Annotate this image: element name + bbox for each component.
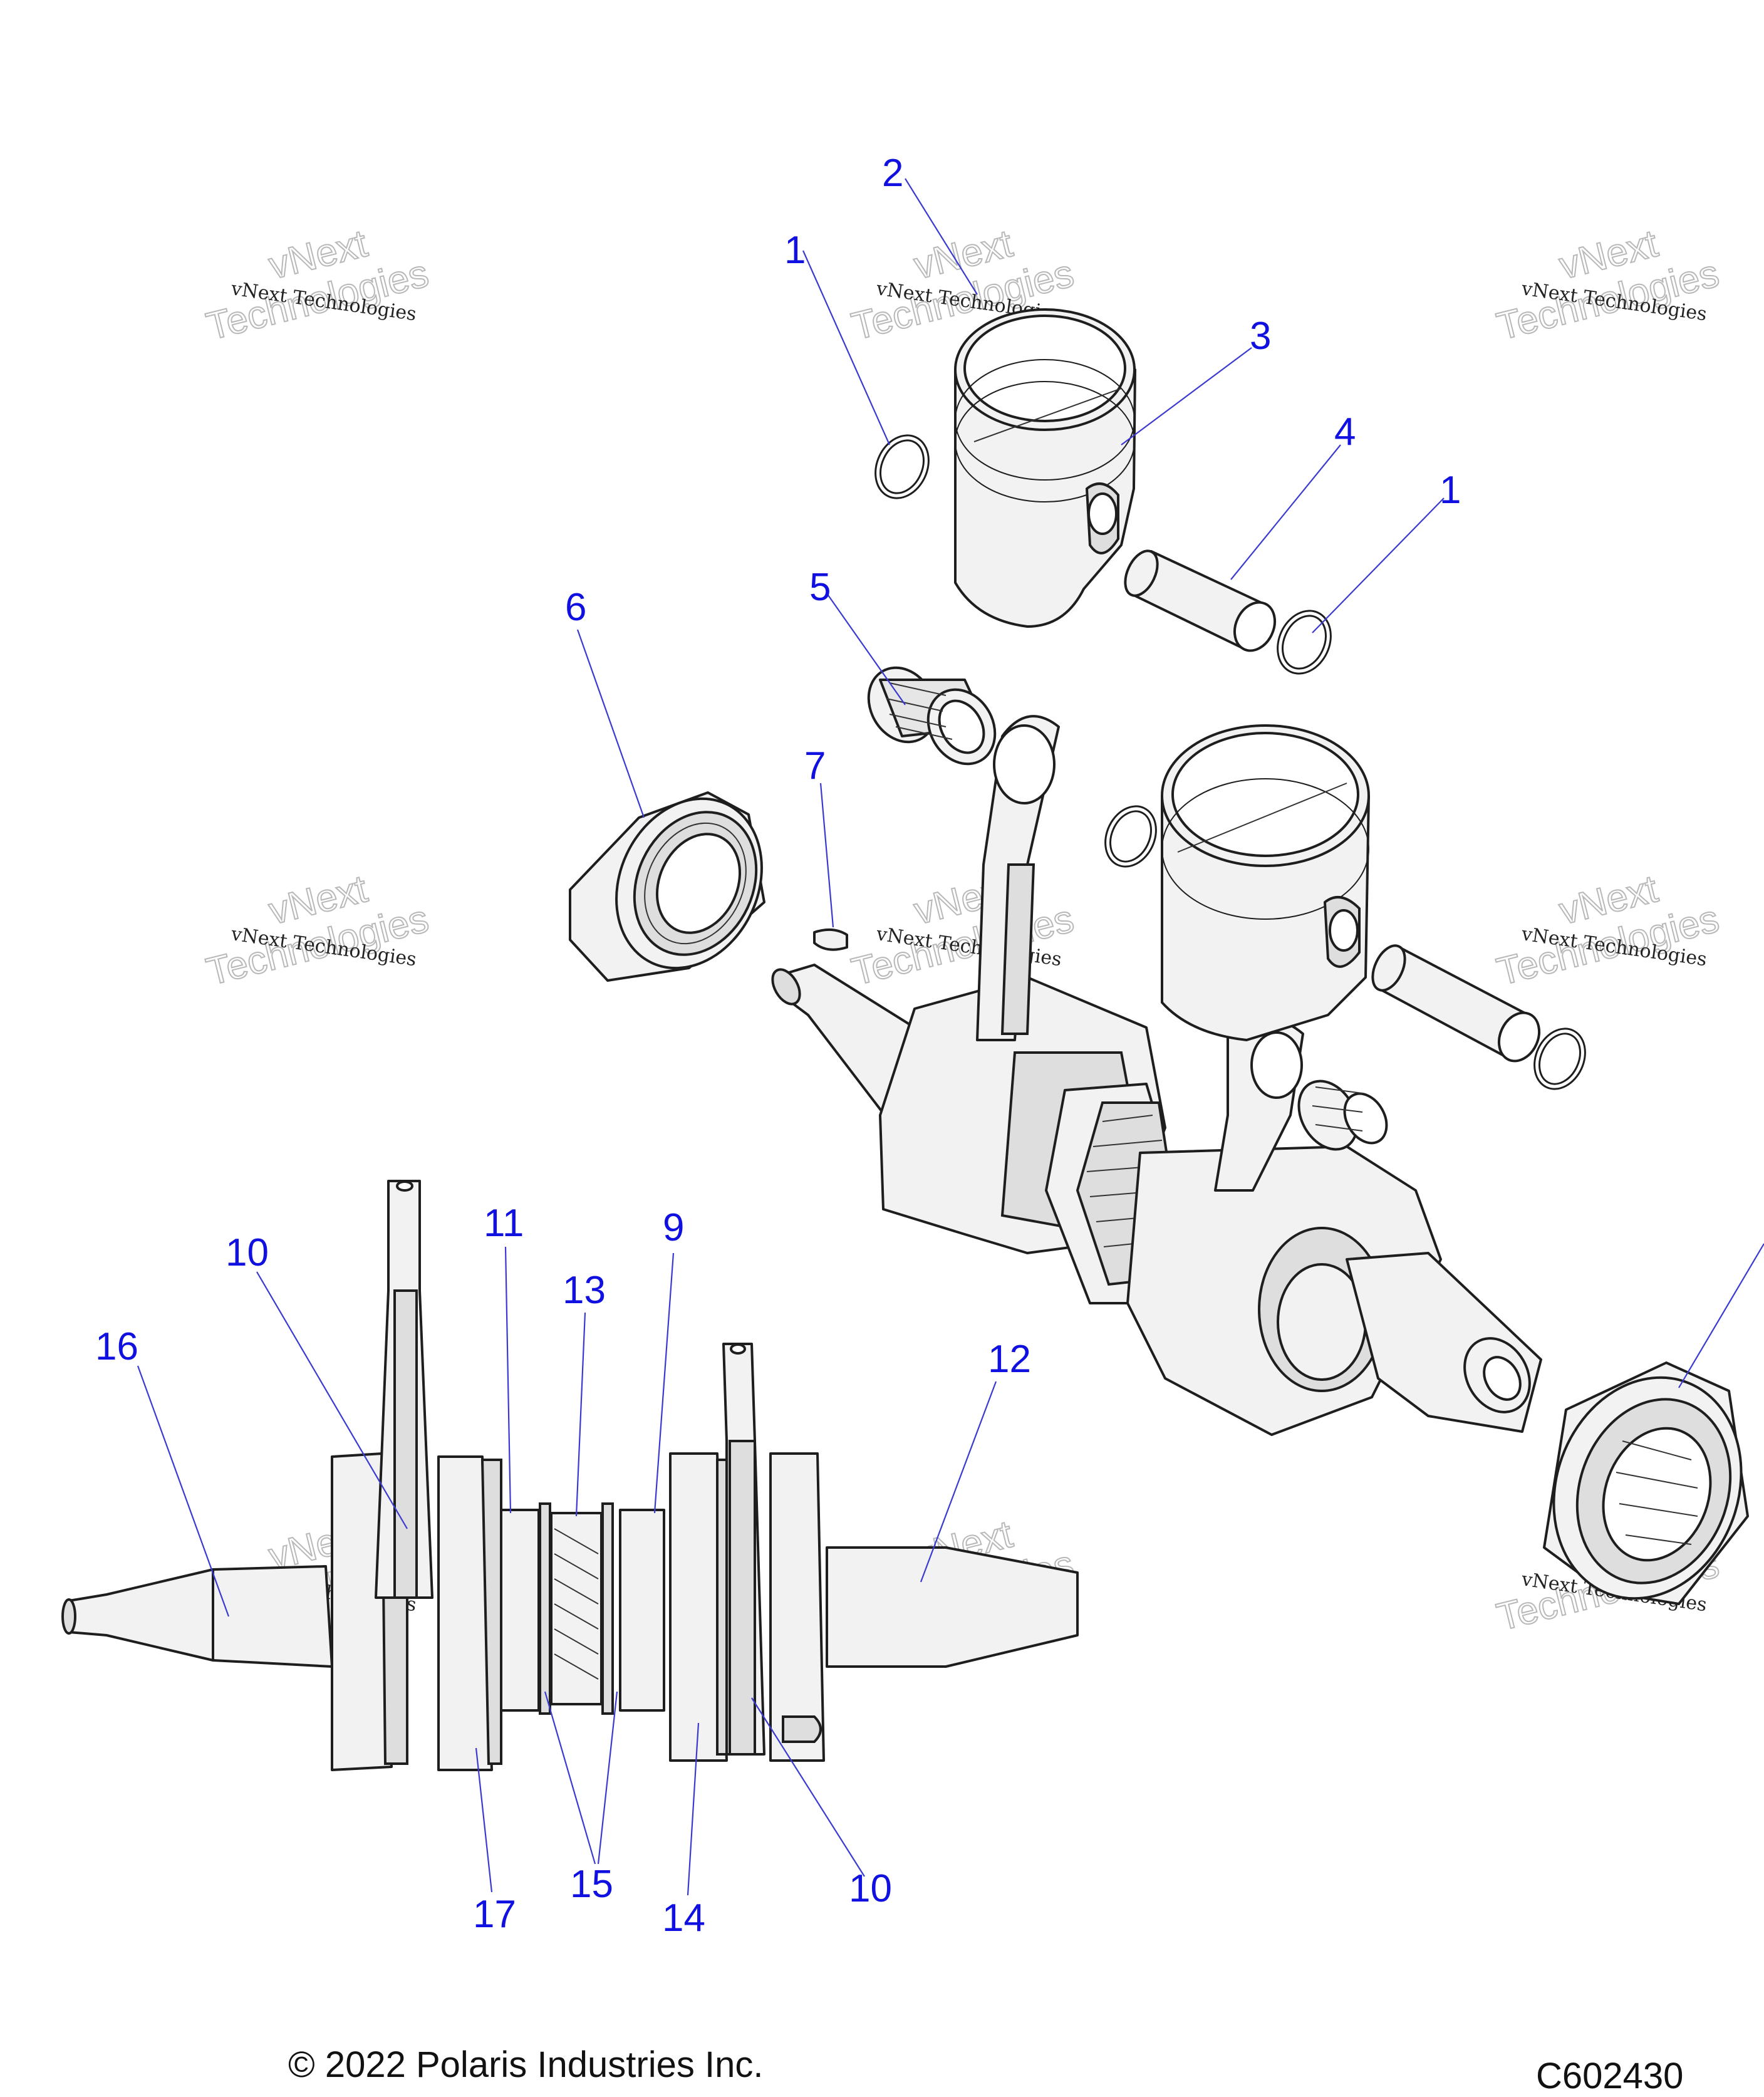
callout-label: 13 bbox=[563, 1269, 606, 1312]
piston-pin-second bbox=[1371, 944, 1541, 1063]
woodruff-key bbox=[813, 928, 848, 951]
callout-label: 10 bbox=[849, 1867, 892, 1910]
callout-label: 7 bbox=[804, 744, 826, 788]
callout-label: 12 bbox=[988, 1338, 1031, 1381]
callout-label: 1 bbox=[1440, 469, 1461, 512]
callout-label: 6 bbox=[565, 586, 586, 629]
crankshaft-assembly-main bbox=[771, 715, 1542, 1436]
callout-label: 3 bbox=[1250, 315, 1271, 358]
piston-second bbox=[1161, 724, 1370, 1041]
watermark-top-right: vNext Technologies bbox=[1492, 221, 1724, 349]
watermark-mid-center: vNext Technologies bbox=[847, 866, 1079, 994]
piston-top bbox=[954, 308, 1136, 628]
piston-pin-circlip-second-left bbox=[1104, 805, 1157, 868]
needle-bearing-top bbox=[867, 666, 997, 766]
callout-label: 16 bbox=[95, 1325, 138, 1368]
piston-pin-circlip-second-right bbox=[1533, 1028, 1586, 1090]
watermark-top-left: vNext Technologies bbox=[202, 221, 433, 349]
copyright-text: © 2022 Polaris Industries Inc. bbox=[288, 2044, 764, 2085]
crankshaft-assembly-side-view bbox=[61, 1180, 1079, 1771]
leader-lines bbox=[137, 178, 1764, 1896]
callout-label: 2 bbox=[882, 152, 903, 195]
callout-label: 11 bbox=[484, 1202, 524, 1245]
watermark-mid-left: vNext Technologies bbox=[202, 866, 433, 994]
ball-bearing bbox=[569, 791, 765, 982]
callout-label: 15 bbox=[570, 1863, 613, 1906]
roller-bearing bbox=[1543, 1361, 1749, 1605]
drawing-id: C602430 bbox=[1536, 2056, 1684, 2096]
piston-pin-circlip-right bbox=[1277, 610, 1332, 675]
watermark-mid-right: vNext Technologies bbox=[1492, 866, 1724, 994]
piston-pin bbox=[1124, 549, 1277, 652]
callout-labels: 1 2 1 3 4 5 6 7 9 10 11 13 16 12 15 17 1… bbox=[95, 152, 1461, 1940]
callout-label: 1 bbox=[784, 229, 806, 272]
callout-label: 9 bbox=[663, 1206, 684, 1249]
callout-label: 4 bbox=[1334, 410, 1356, 454]
callout-label: 17 bbox=[473, 1893, 516, 1936]
piston-pin-circlip-left bbox=[874, 434, 930, 499]
callout-label: 10 bbox=[226, 1231, 269, 1274]
callout-label: 14 bbox=[662, 1897, 705, 1940]
callout-label: 5 bbox=[809, 566, 831, 609]
